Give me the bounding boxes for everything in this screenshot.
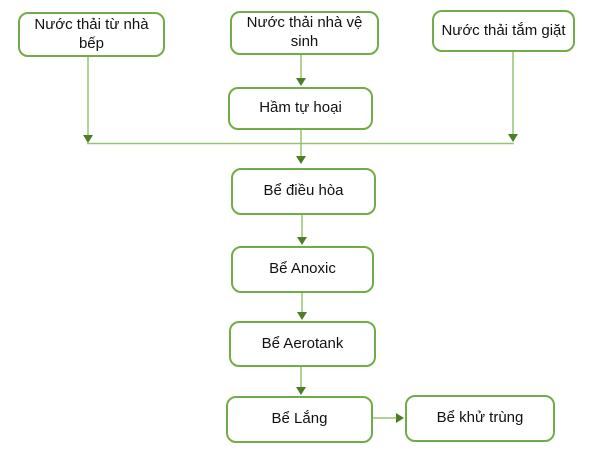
arrowhead-down — [83, 135, 93, 143]
node-laundry-wastewater-label: Nước thải tắm giặt — [441, 21, 566, 39]
arrowhead-down — [508, 134, 518, 142]
node-septic-tank-label: Hầm tự hoại — [259, 99, 342, 117]
node-disinfection-tank: Bể khử trùng — [405, 395, 555, 442]
arrowhead-right — [396, 413, 404, 423]
node-disinfection-tank-label: Bể khử trùng — [436, 409, 524, 427]
node-toilet-wastewater: Nước thải nhà vệ sinh — [230, 11, 379, 55]
node-equalization-tank-label: Bể điều hòa — [263, 182, 344, 200]
node-settling-tank: Bể Lắng — [226, 396, 373, 443]
node-kitchen-wastewater: Nước thải từ nhà bếp — [18, 12, 165, 57]
arrowhead-down — [296, 387, 306, 395]
node-equalization-tank: Bể điều hòa — [231, 168, 376, 215]
node-toilet-wastewater-label: Nước thải nhà vệ sinh — [246, 14, 363, 50]
node-aerotank-label: Bể Aerotank — [261, 334, 344, 352]
node-aerotank: Bể Aerotank — [229, 321, 376, 367]
node-kitchen-wastewater-label: Nước thải từ nhà bếp — [34, 15, 149, 52]
arrowhead-down — [296, 156, 306, 164]
node-anoxic-tank: Bể Anoxic — [231, 246, 374, 293]
node-settling-tank-label: Bể Lắng — [271, 410, 328, 428]
node-laundry-wastewater: Nước thải tắm giặt — [432, 10, 575, 52]
node-septic-tank: Hầm tự hoại — [228, 87, 373, 130]
arrowhead-down — [297, 237, 307, 245]
node-anoxic-tank-label: Bể Anoxic — [269, 260, 336, 278]
arrowhead-down — [297, 312, 307, 320]
arrowhead-down — [296, 78, 306, 86]
